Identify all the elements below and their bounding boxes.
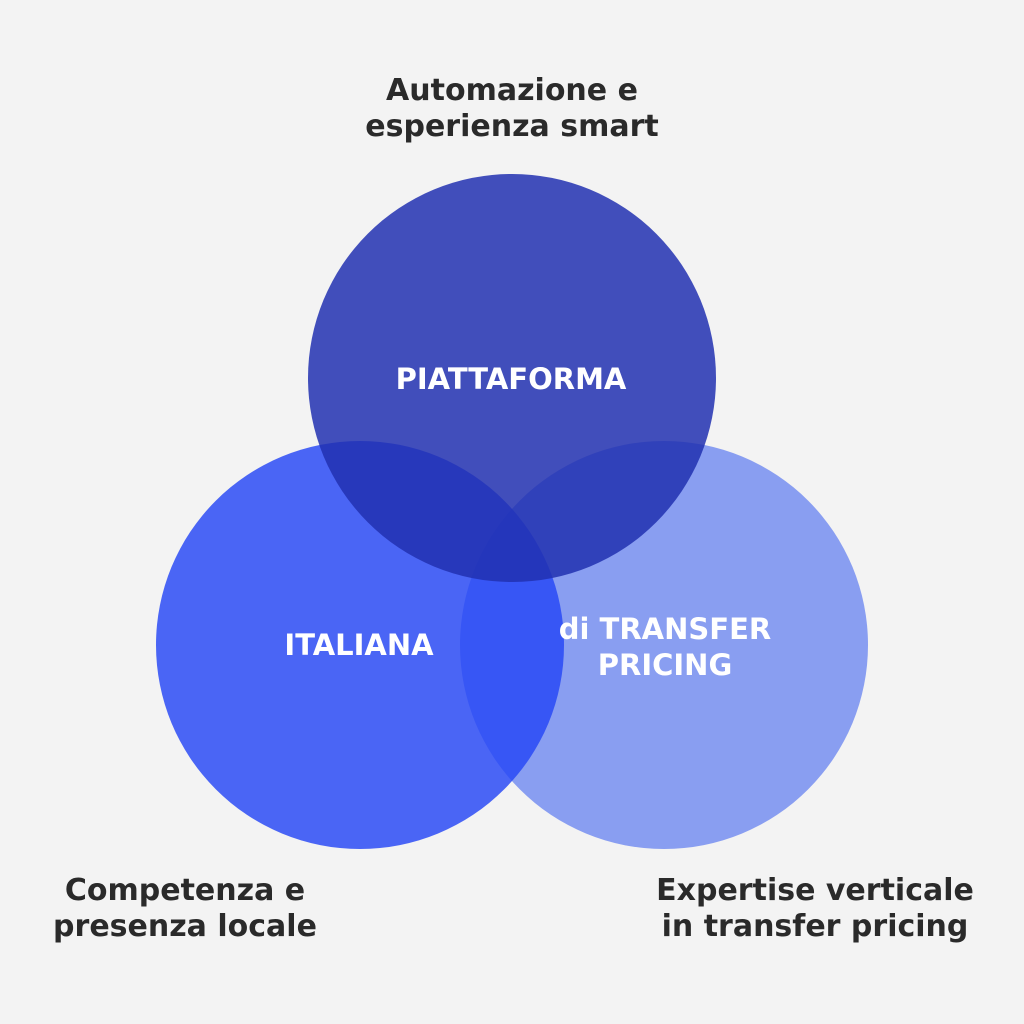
caption-right-line1: Expertise verticale xyxy=(656,873,974,908)
caption-right-line2: in transfer pricing xyxy=(661,909,969,944)
circle-right-label: di TRANSFER PRICING xyxy=(559,611,771,683)
caption-top-line1: Automazione e xyxy=(386,73,638,108)
caption-left: Competenza e presenza locale xyxy=(35,873,335,945)
caption-left-line2: presenza locale xyxy=(53,909,317,944)
caption-top-line2: esperienza smart xyxy=(365,109,659,144)
circle-right-label-line2: PRICING xyxy=(597,648,733,682)
circle-left-label: ITALIANA xyxy=(284,627,433,663)
circle-top-label-text: PIATTAFORMA xyxy=(395,362,627,396)
circle-top xyxy=(308,174,716,582)
caption-top: Automazione e esperienza smart xyxy=(312,73,712,145)
caption-right: Expertise verticale in transfer pricing xyxy=(640,873,990,945)
circle-top-label: PIATTAFORMA xyxy=(396,361,627,397)
circle-left-label-text: ITALIANA xyxy=(284,628,434,662)
caption-left-line1: Competenza e xyxy=(64,873,306,908)
circle-right-label-line1: di TRANSFER xyxy=(558,612,772,646)
